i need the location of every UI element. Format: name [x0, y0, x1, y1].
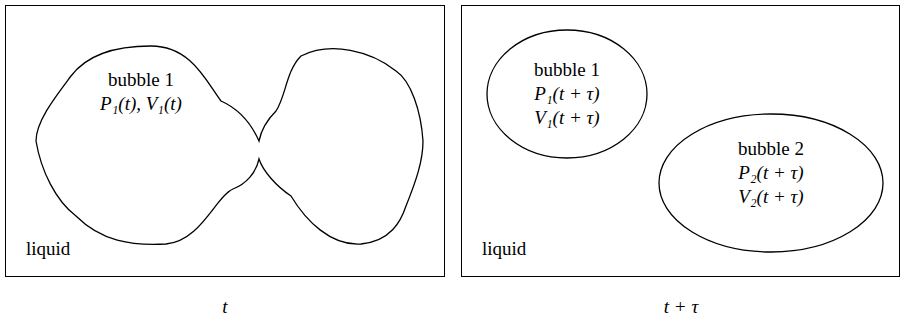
text-group: bubble 1P₁(t + τ)V₁(t + τ): [486, 29, 648, 159]
bubble-name: bubble 1: [108, 68, 174, 92]
medium-label: liquid: [482, 237, 526, 261]
pinching-bubble: bubble 1P₁(t), V₁(t): [31, 36, 426, 251]
state-variables: P₂(t + τ): [738, 161, 803, 185]
bubble-outline: [487, 30, 647, 158]
state-variables: P₁(t), V₁(t): [100, 92, 182, 116]
liquid-container: liquidbubble 1P₁(t + τ)V₁(t + τ)bubble 2…: [461, 5, 900, 277]
bubble-outline: [36, 46, 423, 244]
text-group: liquid: [482, 237, 526, 261]
medium-label: liquid: [26, 237, 70, 261]
bubble-outline: [659, 114, 883, 252]
bubble-outline: [31, 36, 426, 251]
text-group: bubble 1P₁(t), V₁(t): [71, 68, 211, 116]
bubble-name: bubble 1: [534, 58, 600, 82]
text-group: bubble 2P₂(t + τ)V₂(t + τ): [658, 103, 884, 243]
state-variables: P₁(t + τ): [534, 82, 599, 106]
liquid-container: liquid bubble 1P₁(t), V₁(t): [5, 5, 445, 277]
bubble-ellipse: bubble 1P₁(t + τ)V₁(t + τ): [486, 29, 648, 159]
state-variables: V₂(t + τ): [738, 185, 803, 209]
text-group: liquid: [26, 237, 70, 261]
state-variables: V₁(t + τ): [534, 106, 599, 130]
bubble-name: bubble 2: [738, 137, 804, 161]
time-label: t + τ: [664, 296, 698, 318]
time-label: t: [222, 296, 227, 318]
bubble-ellipse: bubble 2P₂(t + τ)V₂(t + τ): [658, 113, 884, 253]
